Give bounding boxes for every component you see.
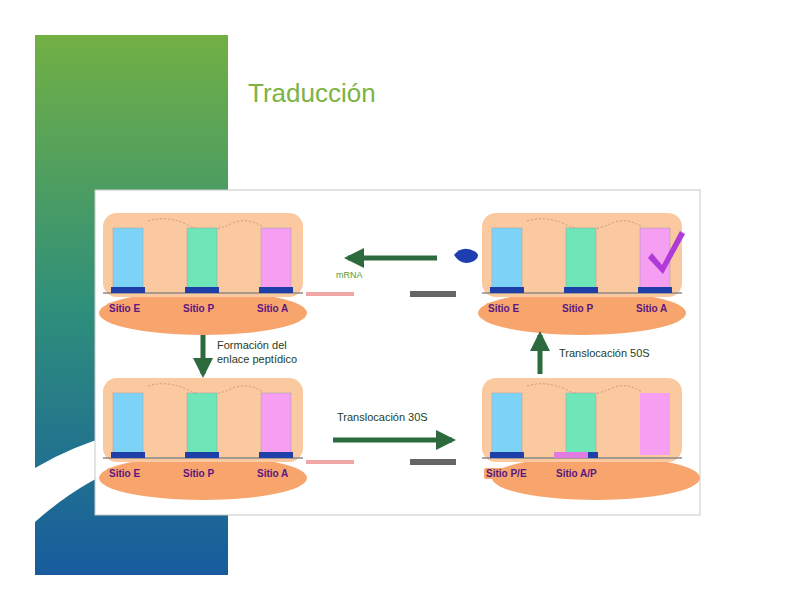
small-subunit (99, 456, 307, 500)
trna (492, 228, 522, 290)
ribosome-panel: Sitio P/E Sitio A/P (482, 378, 682, 496)
site-label: Sitio A (634, 303, 669, 314)
large-subunit (103, 378, 303, 462)
site-label: Sitio P (560, 303, 595, 314)
anticodon (490, 287, 524, 293)
trna (261, 393, 291, 455)
large-subunit (103, 213, 303, 297)
ribosome-panel: Sitio E Sitio P Sitio A (103, 378, 303, 496)
trna (261, 228, 291, 290)
site-label: Sitio P/E (484, 468, 529, 479)
cycle-arrow (201, 335, 206, 374)
trna (640, 393, 670, 455)
trna (187, 393, 217, 455)
trna (113, 228, 143, 290)
incoming-trna (648, 231, 685, 274)
anticodon (259, 452, 293, 458)
trna (566, 228, 596, 290)
site-label: Sitio A (255, 303, 290, 314)
site-label: Sitio P (181, 303, 216, 314)
site-label: Sitio E (107, 468, 142, 479)
site-label: Sitio A/P (554, 468, 599, 479)
ribosome-panels (99, 213, 700, 500)
site-label: Sitio A (255, 468, 290, 479)
small-subunit (99, 291, 307, 335)
step-label: Formación del enlace peptídico (214, 338, 320, 368)
step-label: Translocación 30S (334, 410, 431, 426)
trna (113, 393, 143, 455)
cycle-arrow (348, 256, 437, 261)
cycle-arrow (333, 438, 452, 443)
step-label: Translocación 50S (556, 346, 653, 362)
trna (566, 393, 596, 455)
mrna-label: mRNA (334, 270, 365, 280)
cycle-arrow (538, 335, 543, 374)
anticodon (638, 287, 672, 293)
slide-title: Traducción (248, 78, 376, 109)
anticodon (490, 452, 524, 458)
exiting-factor (454, 249, 478, 263)
ribosome-panel: Sitio E Sitio P Sitio A (482, 213, 682, 331)
site-label: Sitio E (486, 303, 521, 314)
site-label: Sitio E (107, 303, 142, 314)
anticodon (111, 452, 145, 458)
anticodon (259, 287, 293, 293)
trna (492, 393, 522, 455)
anticodon (564, 287, 598, 293)
anticodon (185, 452, 219, 458)
anticodon (185, 287, 219, 293)
mrna-pieces (306, 294, 456, 462)
figure-frame (95, 190, 700, 515)
large-subunit (482, 378, 682, 462)
trna (187, 228, 217, 290)
ribosome-panel: Sitio E Sitio P Sitio A (103, 213, 303, 331)
anticodon (111, 287, 145, 293)
small-subunit (478, 291, 686, 335)
site-label: Sitio P (181, 468, 216, 479)
